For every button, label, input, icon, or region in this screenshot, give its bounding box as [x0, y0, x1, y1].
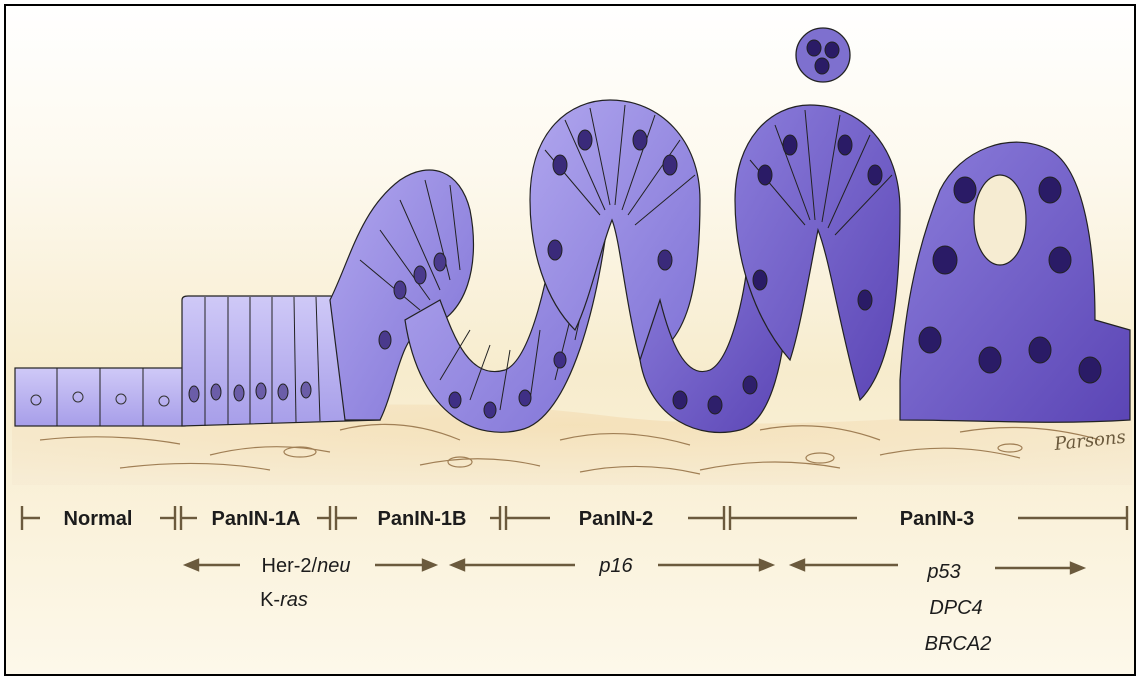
detached-cell-cluster — [796, 28, 850, 82]
stage-label-panin-1a: PanIN-1A — [212, 508, 301, 530]
gene-label-dpc4: DPC4 — [929, 597, 982, 619]
stage-label-normal: Normal — [64, 508, 133, 530]
gene-label-brca2: BRCA2 — [925, 633, 992, 655]
stage-label-panin-2: PanIN-2 — [579, 508, 653, 530]
gene-label-kras: K-ras — [260, 589, 308, 611]
stage-label-panin-3: PanIN-3 — [900, 508, 974, 530]
gene-label-p53: p53 — [926, 561, 960, 583]
epithelium-normal — [15, 368, 185, 426]
gene-label-her2: Her-2/neu — [262, 555, 351, 577]
gene-label-p16: p16 — [598, 555, 633, 577]
stage-label-panin-1b: PanIN-1B — [378, 508, 467, 530]
